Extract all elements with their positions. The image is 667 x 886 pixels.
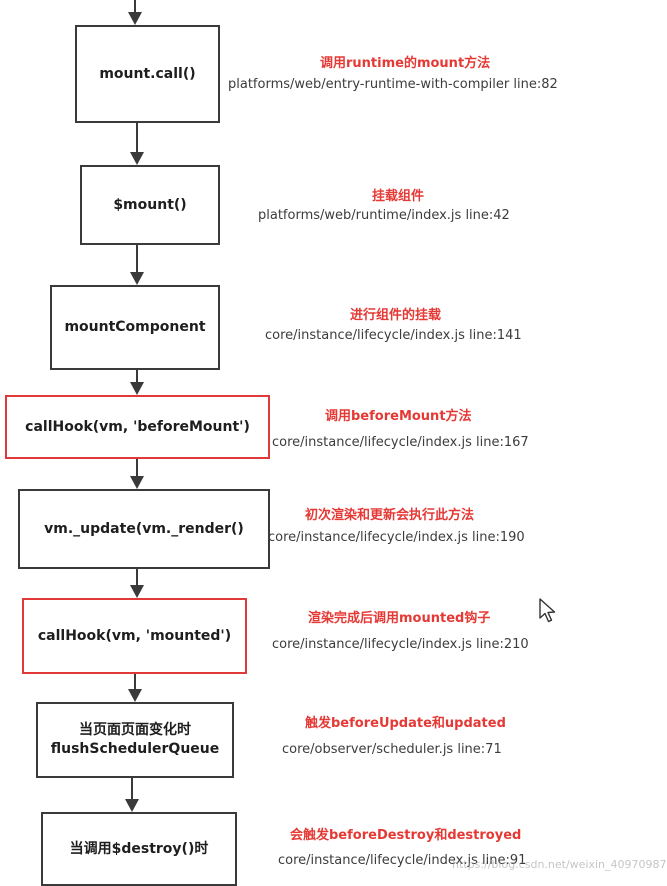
step-box-4: callHook(vm, 'beforeMount') (5, 395, 270, 459)
step-label: $mount() (113, 196, 187, 213)
step-annotation-title: 会触发beforeDestroy和destroyed (290, 828, 522, 843)
step-label: vm._update(vm._render() (44, 520, 244, 537)
step-label: mountComponent (64, 319, 206, 335)
step-annotation-title: 调用runtime的mount方法 (320, 56, 491, 71)
step-box-7: 当页面页面变化时 flushSchedulerQueue (36, 702, 234, 778)
step-label: 当页面页面变化时 (79, 722, 191, 738)
step-label: 当调用$destroy()时 (69, 840, 209, 857)
step-annotation-title: 进行组件的挂载 (350, 308, 442, 323)
step-source-path: core/instance/lifecycle/index.js line:14… (265, 328, 522, 343)
arrow-2 (130, 245, 144, 285)
step-source-path: core/observer/scheduler.js line:71 (282, 742, 502, 757)
step-label: mount.call() (99, 65, 196, 82)
step-source-path: core/instance/lifecycle/index.js line:16… (272, 435, 529, 450)
arrow-0 (128, 0, 142, 25)
step-box-5: vm._update(vm._render() (18, 489, 270, 569)
step-source-path: platforms/web/entry-runtime-with-compile… (228, 77, 558, 92)
step-box-3: mountComponent (50, 285, 220, 370)
step-label: callHook(vm, 'mounted') (37, 627, 232, 644)
arrow-3 (130, 370, 144, 395)
step-source-path: core/instance/lifecycle/index.js line:21… (272, 637, 529, 652)
mouse-pointer-icon (539, 598, 556, 623)
step-box-6: callHook(vm, 'mounted') (22, 598, 247, 674)
arrow-6 (128, 674, 142, 702)
arrow-1 (130, 123, 144, 165)
step-source-path: core/instance/lifecycle/index.js line:91 (278, 853, 527, 868)
arrow-7 (125, 778, 139, 812)
step-label: callHook(vm, 'beforeMount') (25, 418, 250, 435)
step-source-path: core/instance/lifecycle/index.js line:19… (268, 530, 525, 545)
step-label: flushSchedulerQueue (50, 741, 220, 757)
step-box-1: mount.call() (75, 25, 220, 123)
step-annotation-title: 触发beforeUpdate和updated (305, 716, 506, 731)
step-annotation-title: 调用beforeMount方法 (325, 409, 472, 424)
watermark: https://blog.csdn.net/weixin_40970987 (452, 858, 667, 871)
step-box-8: 当调用$destroy()时 (41, 812, 237, 886)
step-annotation-title: 渲染完成后调用mounted钩子 (308, 611, 491, 626)
arrow-4 (130, 459, 144, 489)
flow-arrows (125, 0, 144, 812)
arrow-5 (130, 569, 144, 598)
step-source-path: platforms/web/runtime/index.js line:42 (258, 208, 510, 223)
step-annotation-title: 初次渲染和更新会执行此方法 (305, 508, 475, 523)
step-box-2: $mount() (80, 165, 220, 245)
step-annotation-title: 挂载组件 (372, 189, 425, 204)
